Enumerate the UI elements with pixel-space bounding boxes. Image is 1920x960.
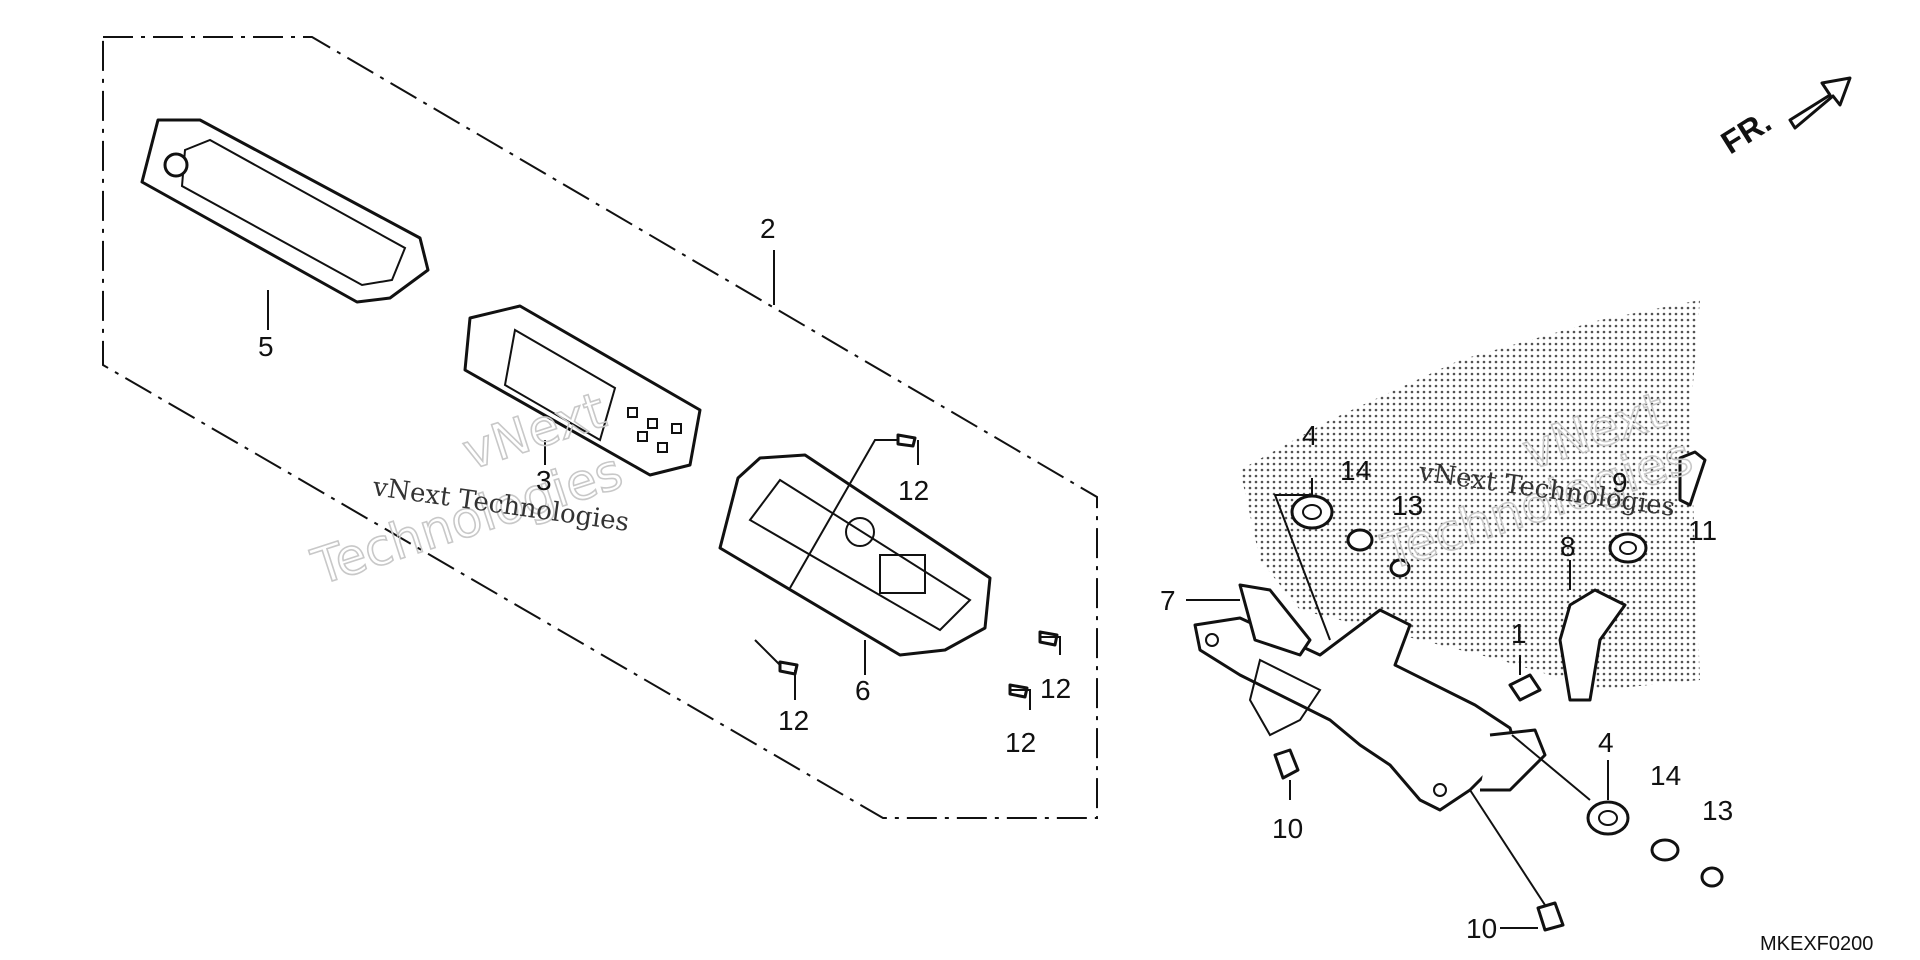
grommet-9[interactable] [1608, 532, 1648, 564]
screw-12-b[interactable] [1038, 630, 1059, 647]
grommet-4-top[interactable] [1290, 494, 1334, 530]
callout-14-top: 14 [1340, 455, 1371, 486]
callout-4-top: 4 [1302, 420, 1318, 451]
callout-3: 3 [536, 465, 552, 496]
diagram-code: MKEXF0200 [1760, 933, 1873, 955]
meter-unit[interactable] [463, 304, 702, 477]
callout-5: 5 [258, 331, 274, 362]
nut-13-bottom[interactable] [1700, 866, 1724, 888]
callout-1: 1 [1511, 618, 1527, 649]
collar-1[interactable] [1508, 673, 1542, 702]
callout-11: 11 [1688, 515, 1717, 546]
callout-7: 7 [1160, 585, 1176, 616]
wire-stay[interactable] [1558, 588, 1627, 702]
meter-cover[interactable] [140, 118, 430, 304]
callout-2: 2 [760, 213, 776, 244]
stippled-body-area [1240, 300, 1700, 690]
callout-14-bottom: 14 [1650, 760, 1681, 791]
callout-6: 6 [855, 675, 871, 706]
grommet-4-bottom[interactable] [1586, 800, 1630, 836]
callout-13-bottom: 13 [1702, 795, 1733, 826]
bolt-10-b[interactable] [1536, 901, 1565, 932]
callout-13-top: 13 [1392, 490, 1423, 521]
bolt-11[interactable] [1678, 450, 1707, 507]
callout-10-b: 10 [1466, 913, 1497, 944]
leader-lines [267, 250, 1609, 929]
callout-12-d: 12 [778, 705, 809, 736]
washer-14-bottom[interactable] [1650, 838, 1680, 862]
callout-12-c: 12 [1005, 727, 1036, 758]
nut-13-top[interactable] [1389, 558, 1411, 578]
front-direction-marker: FR. [1715, 76, 1852, 161]
callout-8: 8 [1560, 531, 1576, 562]
callout-9: 9 [1612, 467, 1628, 498]
meter-bracket[interactable] [1193, 583, 1547, 812]
bolt-10-a[interactable] [1273, 748, 1300, 780]
meter-case[interactable] [718, 453, 992, 657]
screw-12-a[interactable] [896, 433, 917, 448]
callout-12-b: 12 [1040, 673, 1071, 704]
svg-text:FR.: FR. [1715, 103, 1778, 161]
callout-4-bottom: 4 [1598, 727, 1614, 758]
front-arrow-icon [1788, 76, 1852, 130]
callout-12-a: 12 [898, 475, 929, 506]
assembly-boundary [102, 36, 1098, 819]
callout-10-a: 10 [1272, 813, 1303, 844]
washer-14-top[interactable] [1346, 528, 1374, 552]
